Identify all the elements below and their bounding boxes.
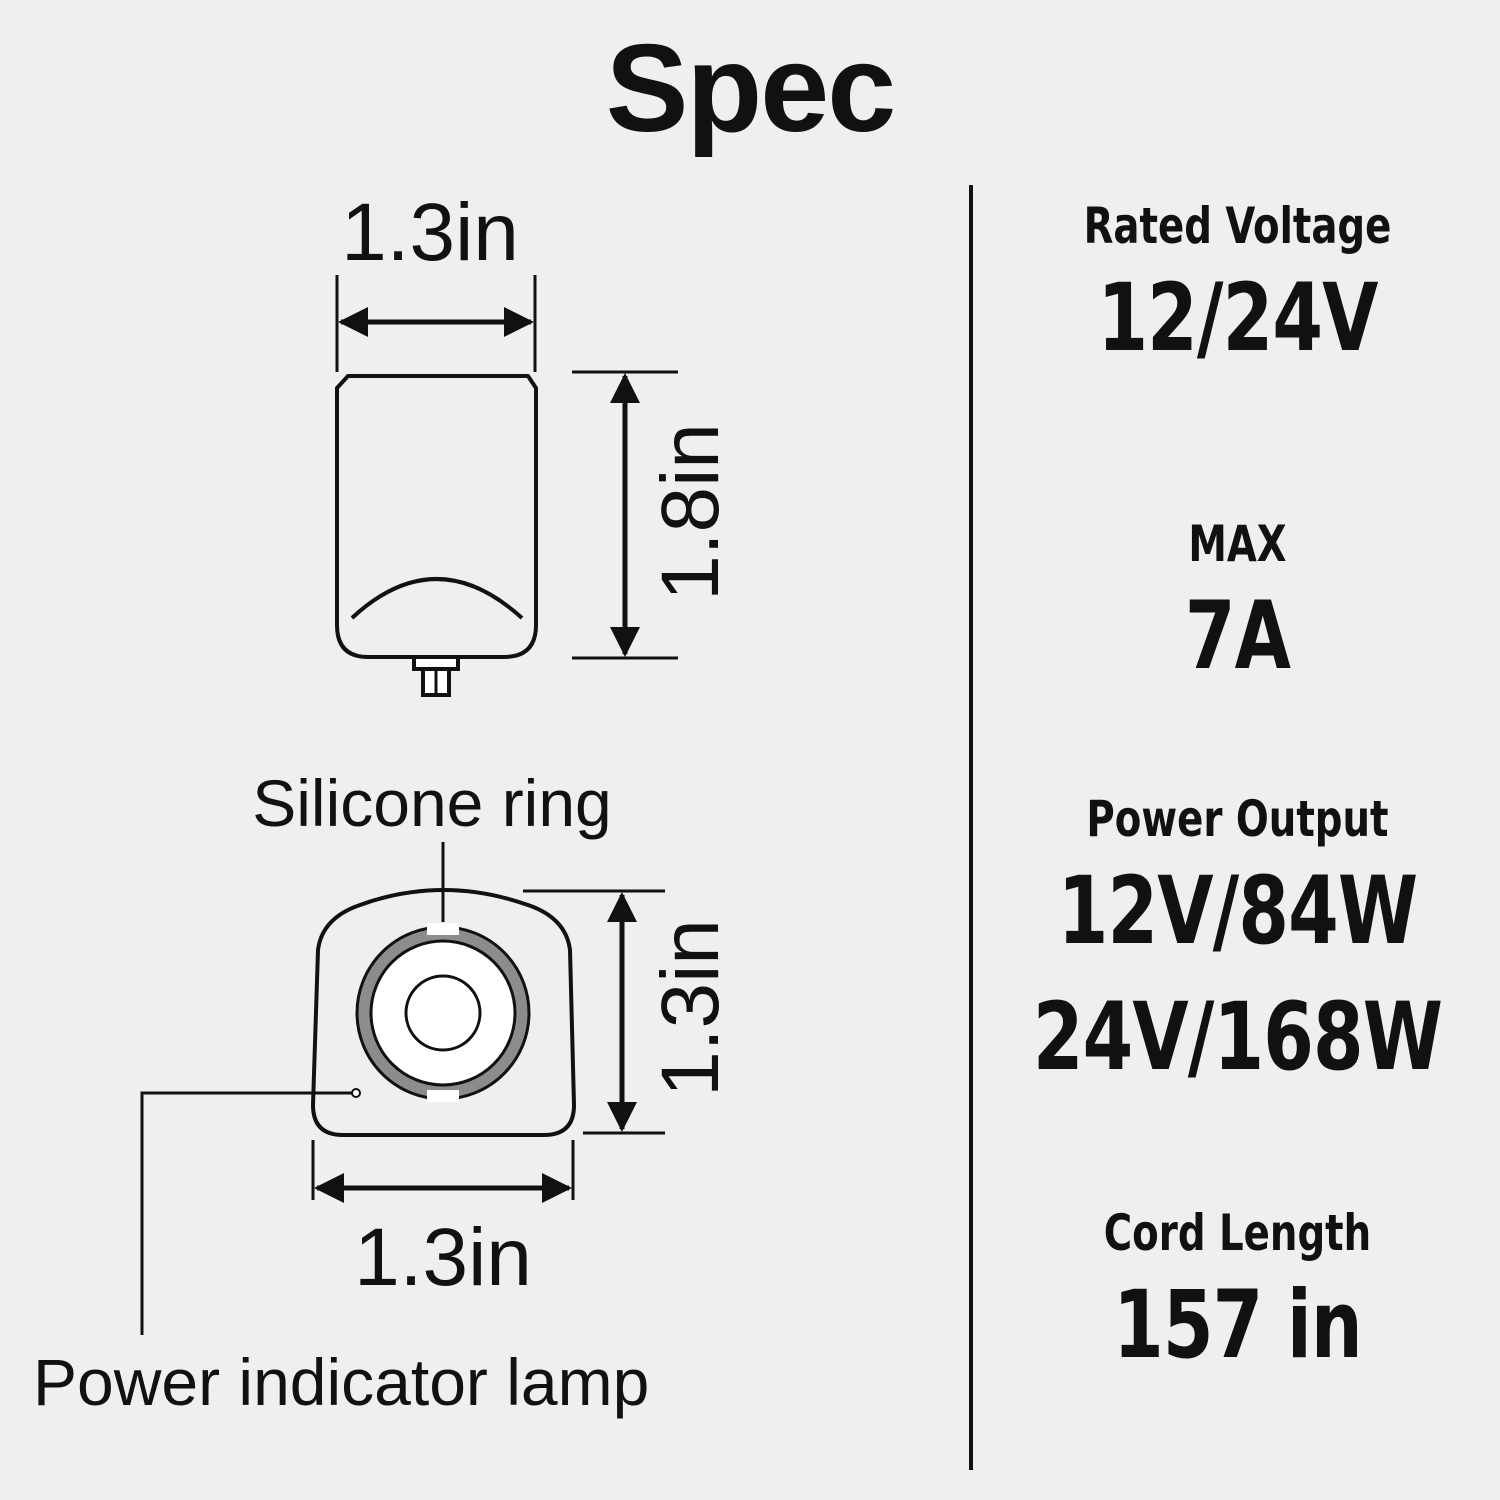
spec-max-current: MAX 7A [975,515,1500,700]
plug-body-outline [335,374,538,659]
top-width-label: 1.3in [354,1212,532,1303]
power-indicator-lamp [351,1088,361,1098]
column-divider [969,185,973,1470]
spec-rated-voltage: Rated Voltage 12/24V [975,197,1500,382]
spec-label: Power Output [1086,790,1389,848]
power-lamp-callout: Power indicator lamp [33,1345,649,1419]
spec-power-output: Power Output 12V/84W 24V/168W [975,790,1500,1102]
power-lamp-leader [140,1091,352,1335]
side-view: 1.3in 1.8in [335,187,736,697]
socket-body-outline [311,888,576,1137]
spec-label: Cord Length [1103,1204,1372,1262]
page-title: Spec [605,20,896,158]
socket-center-contact [404,974,482,1052]
ring-notch-bottom [427,1090,459,1102]
spec-value: 157 in [1113,1270,1363,1380]
spec-label: Rated Voltage [1083,197,1392,255]
spec-value: 7A [1184,581,1291,691]
plug-body-curve [350,577,524,620]
silicone-ring-callout: Silicone ring [252,766,612,840]
ring-notch-top [427,923,459,935]
spec-label: MAX [1188,515,1287,573]
top-view: Silicone ring Power indicator lamp 1.3in… [33,766,736,1419]
side-height-label: 1.8in [645,423,736,601]
dimension-diagram: 1.3in 1.8in Silicone ring Power indicato… [33,187,736,1419]
top-height-label: 1.3in [645,919,736,1097]
spec-value: 12/24V [1097,263,1378,373]
side-width-label: 1.3in [341,187,519,278]
spec-value: 12V/84W [1057,856,1418,966]
spec-cord-length: Cord Length 157 in [975,1204,1500,1389]
spec-value: 24V/168W [1032,983,1443,1093]
